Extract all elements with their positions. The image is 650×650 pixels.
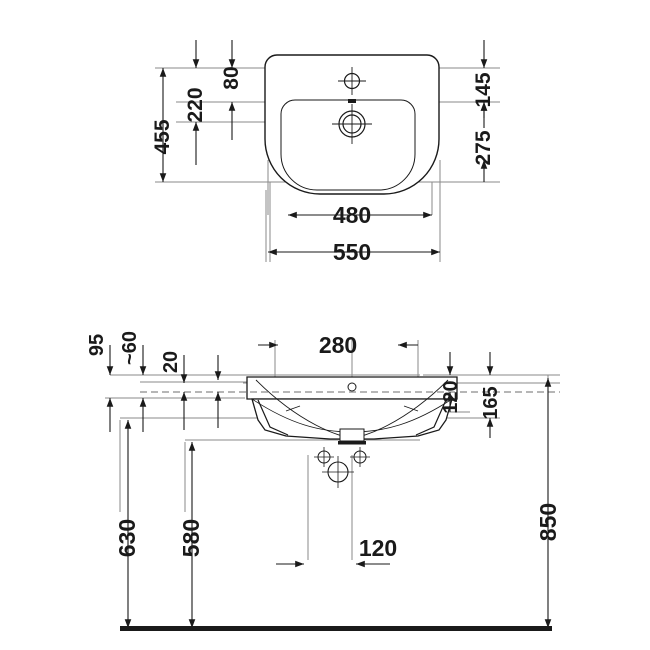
- dim-120-bottom-label: 120: [359, 535, 397, 561]
- dim-630-label: 630: [114, 519, 140, 557]
- top-view-dimensions: [159, 40, 488, 256]
- tap-hole-front: [347, 382, 357, 392]
- fixing-hole-left: [314, 447, 334, 467]
- dim-165-label: 165: [480, 386, 502, 419]
- dim-60-label: ~60: [119, 331, 141, 365]
- dim-550-label: 550: [333, 239, 371, 265]
- dim-280-label: 280: [319, 332, 357, 358]
- bracket-left: [257, 399, 289, 436]
- fixing-hole-right: [350, 447, 370, 467]
- tick-right: [403, 405, 419, 412]
- drain-base: [338, 441, 366, 445]
- floor-line: [120, 626, 552, 631]
- drain-hole: [332, 104, 372, 144]
- bracket-right: [415, 399, 447, 436]
- dim-145-label: 145: [472, 72, 495, 107]
- overflow-slot: [348, 99, 356, 103]
- dim-120-right-label: 120: [440, 380, 462, 413]
- dim-95-label: 95: [86, 334, 108, 356]
- drain-outlet-front: [339, 428, 365, 442]
- front-view-dimensions: [106, 341, 552, 628]
- top-view: [264, 54, 440, 195]
- tap-hole: [338, 67, 366, 95]
- dim-220-label: 220: [184, 87, 207, 122]
- dim-455-label: 455: [151, 119, 174, 154]
- dim-80-label: 80: [220, 66, 243, 89]
- bowl-outline-top: [280, 99, 416, 191]
- dim-580-label: 580: [178, 519, 204, 557]
- dim-850-label: 850: [535, 503, 561, 541]
- dim-20-label: 20: [160, 351, 182, 373]
- tick-left: [285, 405, 301, 412]
- waste-outlet: [322, 456, 354, 488]
- dim-480-label: 480: [333, 202, 371, 228]
- dim-275-label: 275: [472, 130, 495, 165]
- front-elevation: [246, 376, 458, 488]
- basin-body-front: [251, 398, 453, 440]
